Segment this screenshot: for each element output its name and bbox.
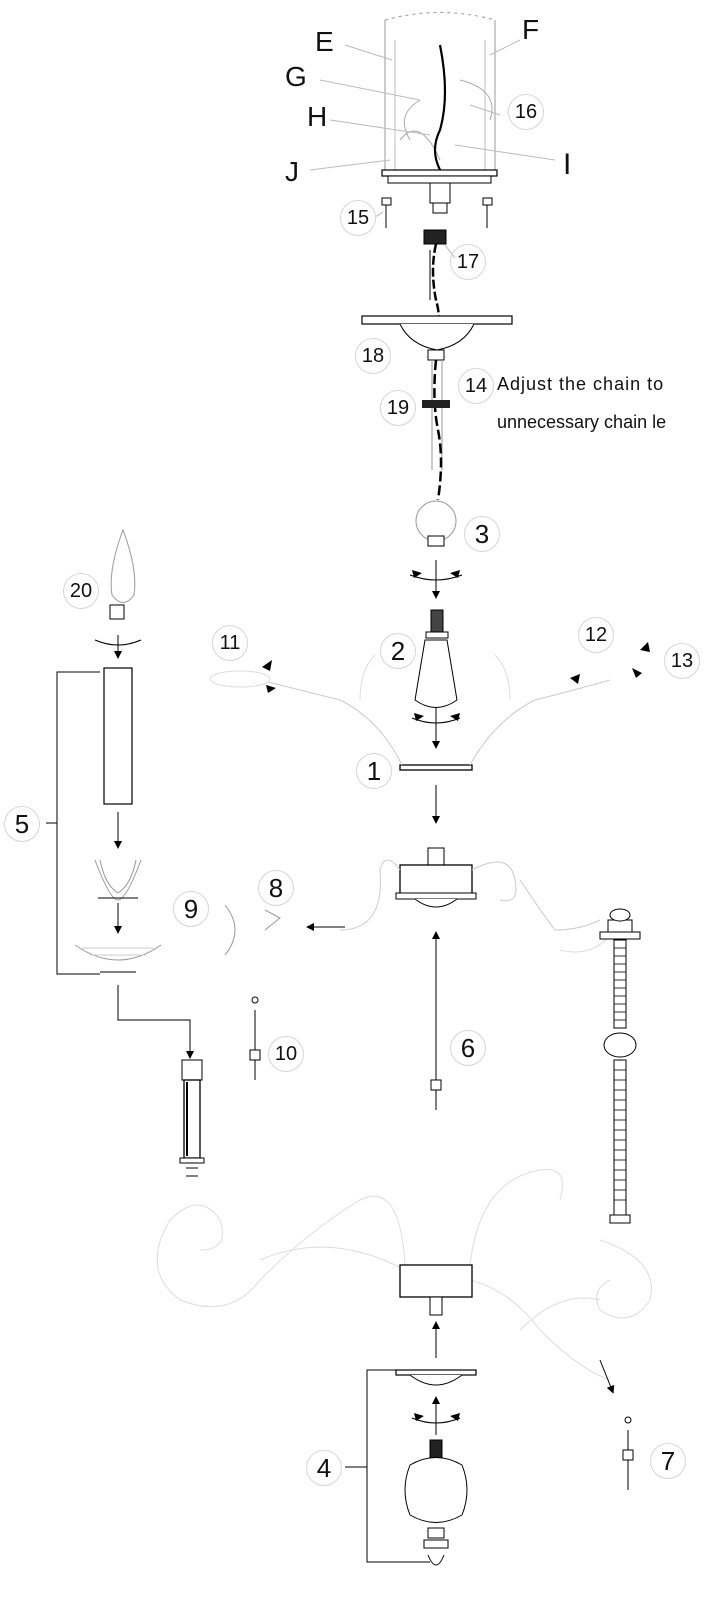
part-13-label: 13	[664, 643, 700, 679]
label-i: I	[563, 148, 572, 181]
coupling-nut	[423, 229, 447, 245]
ceiling-plate	[381, 169, 498, 214]
arm-pins	[262, 642, 650, 693]
part-18-label: 18	[355, 338, 391, 374]
part-14-label: 14	[458, 368, 494, 404]
ceiling-hook	[415, 500, 457, 547]
part-7-label: 7	[650, 1443, 686, 1479]
lower-body	[399, 1264, 473, 1316]
lower-scroll-arms	[156, 919, 652, 1381]
arm-pin-10	[249, 996, 261, 1080]
part-9-label: 9	[173, 891, 209, 927]
central-body-upper	[209, 654, 611, 771]
decorative-canopy	[361, 315, 513, 361]
wood-screw	[381, 197, 493, 228]
part-10-label: 10	[268, 1036, 304, 1072]
bracket-5	[56, 671, 100, 975]
label-g: G	[285, 61, 307, 92]
candle-sleeve	[103, 667, 133, 805]
socket-tube	[179, 1059, 205, 1177]
crystal-bowl	[74, 944, 162, 973]
ceiling-canopy	[384, 12, 496, 175]
part-4-label: 4	[306, 1450, 342, 1486]
part-11-label: 11	[212, 625, 248, 661]
bracket-4	[366, 1369, 430, 1563]
part-3-label: 3	[464, 516, 500, 552]
suspension-chain	[422, 359, 450, 501]
column-rod	[599, 908, 641, 1224]
arm-connector	[224, 904, 281, 956]
arm-pin-7	[622, 1416, 634, 1490]
part-19-label: 19	[380, 390, 416, 426]
mounting-rod	[430, 1010, 442, 1110]
chain-adjust-note-line2: unnecessary chain le	[497, 412, 667, 432]
part-6-label: 6	[450, 1030, 486, 1066]
part-2-label: 2	[380, 633, 416, 669]
chain-adjust-note-line1: Adjust the chain to	[497, 374, 665, 394]
bottom-finial	[395, 1369, 477, 1566]
central-body-lower	[339, 847, 601, 931]
part-20-label: 20	[63, 573, 99, 609]
part-1-label: 1	[356, 753, 392, 789]
power-cable	[433, 44, 447, 171]
part-12-label: 12	[578, 617, 614, 653]
label-j: J	[285, 156, 299, 187]
label-e: E	[315, 26, 334, 57]
candle-cup	[94, 859, 142, 901]
label-h: H	[307, 101, 328, 132]
part-15-label: 15	[340, 200, 376, 236]
label-f: F	[522, 14, 540, 45]
part-17-label: 17	[450, 244, 486, 280]
candle-bulb	[109, 528, 136, 620]
part-16-label: 16	[508, 94, 544, 130]
part-5-label: 5	[4, 806, 40, 842]
part-8-label: 8	[258, 870, 294, 906]
threaded-nipple	[414, 609, 458, 708]
